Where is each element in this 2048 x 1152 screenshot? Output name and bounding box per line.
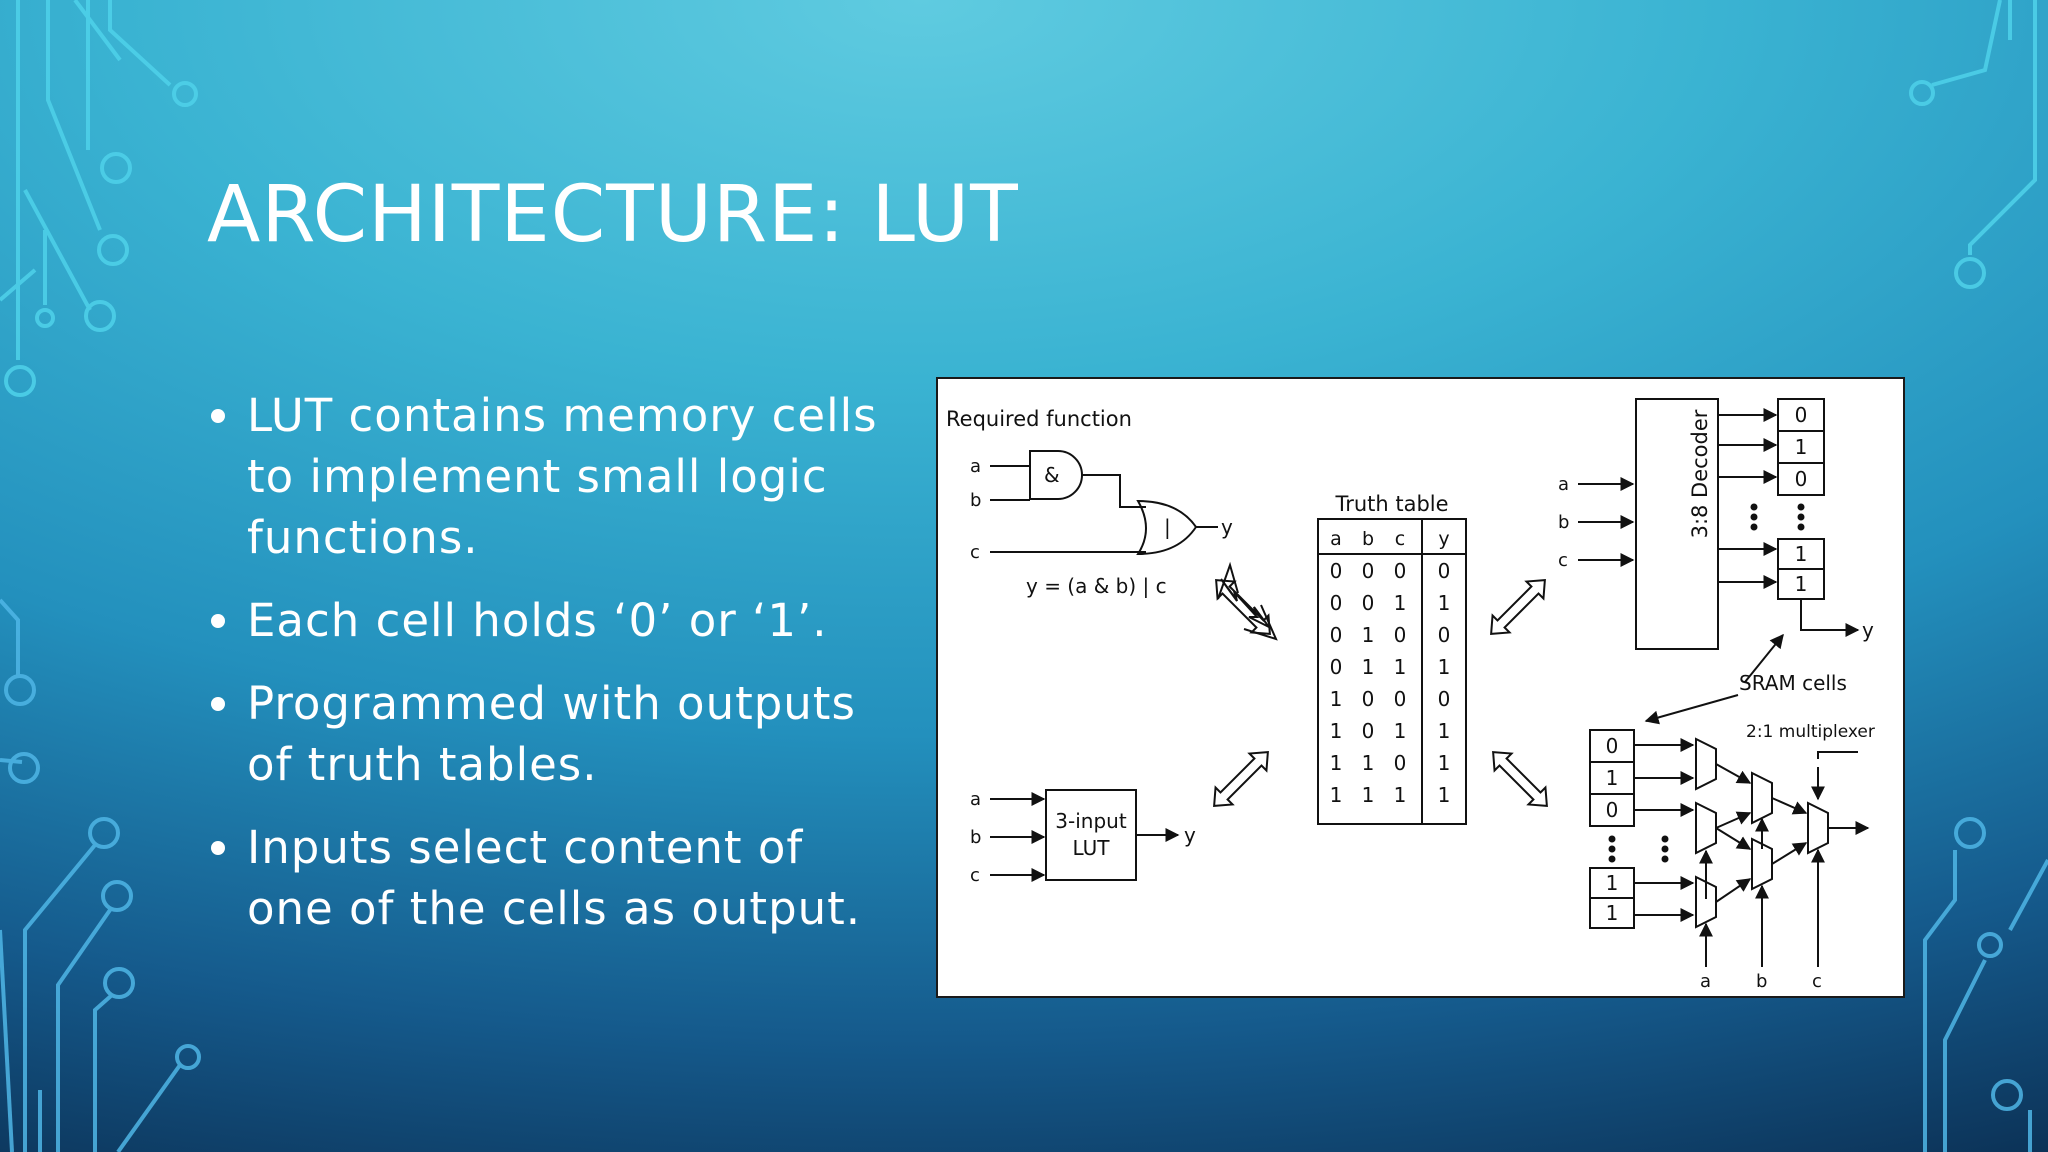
truth-table-header: y (1438, 528, 1449, 550)
sram-cell-value: 1 (1795, 542, 1808, 566)
truth-table-cell: 0 (1330, 591, 1343, 615)
truth-table-header: c (1395, 528, 1405, 550)
truth-table-cell: 1 (1362, 751, 1375, 775)
truth-table-cell: 0 (1438, 559, 1451, 583)
decoder-output-y-label: y (1862, 618, 1874, 642)
truth-table-cell: 1 (1362, 623, 1375, 647)
truth-table-cell: 0 (1330, 559, 1343, 583)
truth-table-title: Truth table (1334, 492, 1448, 516)
sram-cell-value: 1 (1795, 435, 1808, 459)
sram-cells-label: SRAM cells (1739, 671, 1847, 695)
mux-input-b-label: b (1756, 971, 1767, 992)
mux-sram-cells: 0 1 0 1 1 (1606, 734, 1619, 925)
truth-table-cell: 1 (1330, 687, 1343, 711)
mux-input-c-label: c (1812, 971, 1822, 992)
bullet-dot-icon (211, 841, 225, 855)
sram-cell-value: 0 (1606, 798, 1619, 822)
output-y-label: y (1221, 515, 1233, 539)
truth-table-cell: 1 (1362, 783, 1375, 807)
truth-table-cell: 0 (1330, 655, 1343, 679)
truth-table-cell: 1 (1330, 751, 1343, 775)
truth-table-cell: 1 (1330, 719, 1343, 743)
lut-input-b-label: b (970, 827, 981, 848)
truth-table-cell: 0 (1362, 559, 1375, 583)
bullet-item: Programmed with outputs of truth tables. (205, 673, 905, 795)
decoder-label: 3:8 Decoder (1688, 409, 1712, 538)
sram-cell-value: 0 (1795, 403, 1808, 427)
slide-title: ARCHITECTURE: LUT (207, 170, 1019, 260)
bullet-dot-icon (211, 614, 225, 628)
or-gate-label: | (1164, 515, 1171, 539)
truth-table-cell: 1 (1438, 655, 1451, 679)
truth-table-cell: 1 (1438, 751, 1451, 775)
input-c-label: c (970, 542, 980, 563)
bullet-item: Each cell holds ‘0’ or ‘1’. (205, 590, 905, 651)
decoder-input-a-label: a (1558, 474, 1569, 495)
truth-table-header: b (1362, 528, 1374, 550)
truth-table-cell: 1 (1438, 783, 1451, 807)
bullet-dot-icon (211, 697, 225, 711)
sram-cell-value: 1 (1606, 871, 1619, 895)
truth-table-header: a (1330, 528, 1342, 550)
truth-table-cell: 1 (1362, 655, 1375, 679)
decoder-input-c-label: c (1558, 550, 1568, 571)
truth-table-cell: 0 (1362, 687, 1375, 711)
lut-label-line1: 3-input (1055, 809, 1127, 833)
lut-input-a-label: a (970, 789, 981, 810)
sram-cell-value: 1 (1606, 901, 1619, 925)
bullet-dot-icon (211, 409, 225, 423)
sram-cell-value: 0 (1606, 734, 1619, 758)
lut-label-line2: LUT (1072, 836, 1110, 860)
truth-table-cell: 0 (1394, 559, 1407, 583)
required-function-label: Required function (946, 407, 1132, 431)
bullet-item: Inputs select content of one of the cell… (205, 817, 905, 939)
decoder-sram-cells: 0 1 0 1 1 (1795, 403, 1808, 596)
decoder-input-b-label: b (1558, 512, 1569, 533)
truth-table-cell: 0 (1362, 719, 1375, 743)
lut-diagram-svg: Required function a b c & | y y = (a & b… (946, 398, 1875, 992)
truth-table-cell: 1 (1438, 719, 1451, 743)
sram-cell-value: 1 (1795, 572, 1808, 596)
lut-input-c-label: c (970, 865, 980, 886)
truth-table-cell: 1 (1330, 783, 1343, 807)
truth-table-cell: 1 (1394, 783, 1407, 807)
truth-table-cell: 0 (1394, 687, 1407, 711)
truth-table-cell: 0 (1438, 623, 1451, 647)
bullet-list: LUT contains memory cells to implement s… (205, 385, 905, 961)
mux-label: 2:1 multiplexer (1746, 722, 1875, 742)
lut-output-y-label: y (1184, 823, 1196, 847)
truth-table-cell: 0 (1438, 687, 1451, 711)
truth-table-cell: 0 (1394, 751, 1407, 775)
truth-table-cell: 1 (1394, 655, 1407, 679)
lut-diagram: Required function a b c & | y y = (a & b… (936, 377, 1905, 998)
truth-table-cell: 0 (1330, 623, 1343, 647)
ellipsis-dots-icon (1608, 503, 1805, 863)
and-gate-label: & (1044, 463, 1060, 487)
truth-table-cell: 1 (1394, 591, 1407, 615)
input-b-label: b (970, 490, 981, 511)
truth-table-cell: 1 (1438, 591, 1451, 615)
truth-table-cell: 0 (1362, 591, 1375, 615)
truth-table-cell: 1 (1394, 719, 1407, 743)
sram-cell-value: 1 (1606, 766, 1619, 790)
equation-label: y = (a & b) | c (1026, 574, 1167, 598)
bullet-item: LUT contains memory cells to implement s… (205, 385, 905, 568)
truth-table-cell: 0 (1394, 623, 1407, 647)
sram-cell-value: 0 (1795, 467, 1808, 491)
mux-input-a-label: a (1700, 971, 1711, 992)
input-a-label: a (970, 456, 981, 477)
